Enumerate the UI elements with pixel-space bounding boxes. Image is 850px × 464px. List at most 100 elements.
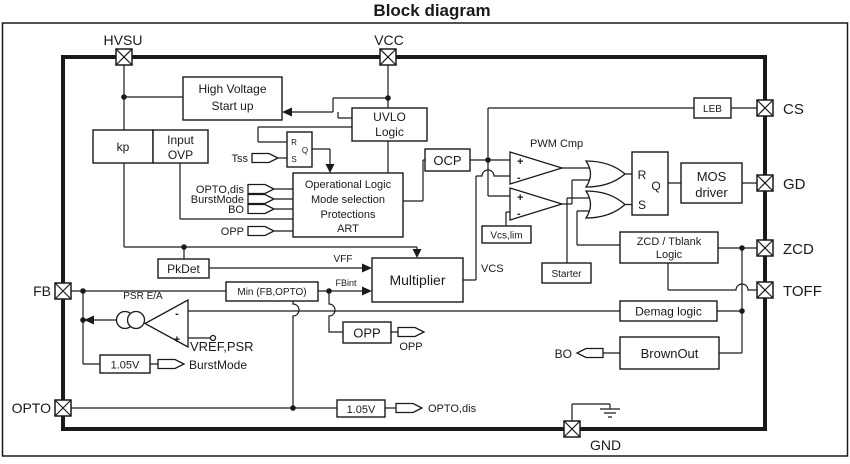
- fbint-label: FBint: [335, 278, 357, 288]
- pin-cs: [756, 99, 774, 117]
- vcs-lim-label: Vcs,lim: [490, 231, 522, 242]
- latch-s-label: S: [291, 155, 296, 164]
- pwm-latch-r-label: R: [638, 168, 647, 182]
- page-title: Block diagram: [373, 1, 490, 20]
- pin-fb-label: FB: [33, 283, 51, 299]
- pin-zcd-label: ZCD: [783, 241, 814, 258]
- uvlo-label-2: Logic: [375, 125, 404, 139]
- lower-cmp-minus: -: [517, 208, 521, 220]
- zcd-demag-brownout-wire: [717, 247, 757, 354]
- oplogic-ocp-wire: [403, 159, 425, 202]
- signal-tags: [157, 152, 604, 414]
- starter-label: Starter: [551, 269, 582, 280]
- fb-net-wire: [71, 290, 226, 365]
- bo-out-label: BO: [555, 347, 572, 361]
- tag-stub-wires: [150, 331, 620, 365]
- hv-startup-label-2: Start up: [211, 99, 253, 113]
- op-logic-label-4: ART: [337, 223, 359, 235]
- opp-in-tag: [247, 225, 276, 237]
- starter-block: Starter: [541, 262, 592, 284]
- arrowheads: [84, 107, 422, 325]
- bo-out-tag: [575, 347, 604, 359]
- pwm-comparator-lower: + -: [509, 187, 565, 221]
- burstmode-out-tag: [157, 358, 186, 370]
- opp-out-label: OPP: [399, 341, 422, 353]
- hv-startup-label-1: High Voltage: [198, 82, 266, 96]
- vcslim-wire: [505, 211, 510, 226]
- pin-cs-label: CS: [783, 101, 804, 118]
- pwm-latch-s-label: S: [638, 198, 646, 212]
- psr-ea-label: PSR E/A: [123, 291, 163, 302]
- vcs-wire: [463, 169, 510, 281]
- brownout-label: BrownOut: [641, 346, 699, 361]
- opto-dis-out-tag: [395, 402, 424, 414]
- vff-arrow: [362, 263, 372, 273]
- input-ovp-label-1: Input: [167, 133, 194, 147]
- pkdet-label: PkDet: [167, 262, 200, 276]
- opto-dis-out-label: OPTO,dis: [428, 403, 477, 415]
- pwm-comparator-upper: + -: [509, 151, 565, 185]
- feedforward-to-multiplier-arrow: [412, 249, 422, 258]
- zcd-tblank-block: ZCD / Tblank Logic: [619, 231, 719, 264]
- fbint-arrow: [362, 286, 372, 296]
- vref-psr-label: VREF,PSR: [190, 339, 254, 354]
- tss-tag: [251, 152, 280, 164]
- demag-label: Demag logic: [635, 305, 702, 319]
- opp-out-tag: [397, 326, 426, 338]
- ocp-label: OCP: [433, 153, 461, 168]
- opp-block: OPP: [342, 321, 392, 344]
- v105-left-label: 1.05V: [111, 360, 140, 372]
- pin-hvsu-label: HVSU: [104, 32, 143, 48]
- uvlo-to-hvstartup-arrow: [282, 107, 292, 117]
- latch-q-wire: [312, 148, 331, 164]
- brownout-block: BrownOut: [619, 336, 720, 370]
- lower-cmp-plus: +: [517, 192, 523, 204]
- latchq-to-oplogic-arrow: [325, 164, 335, 173]
- cmp-or-wires: [562, 167, 620, 263]
- operational-logic-block: Operational Logic Mode selection Protect…: [292, 172, 404, 238]
- pin-gd-label: GD: [783, 176, 806, 193]
- hv-startup-block: High Voltage Start up: [182, 76, 283, 121]
- pkdet-block: PkDet: [157, 258, 210, 279]
- psr-amp-plus: +: [174, 334, 180, 346]
- or-gate-reset: [584, 160, 626, 188]
- vref-terminal: [209, 334, 217, 342]
- demag-logic-block: Demag logic: [619, 300, 718, 322]
- uvlo-label-1: UVLO: [373, 110, 406, 124]
- outer-frame: [1, 22, 849, 457]
- pwm-cmp-label: PWM Cmp: [530, 138, 583, 150]
- pin-gd: [756, 174, 774, 192]
- psr-error-amplifier: - +: [115, 298, 217, 349]
- kp-label: kp: [117, 140, 130, 154]
- mos-driver-label-1: MOS: [697, 169, 727, 184]
- burstmode-in-label: BurstMode: [191, 194, 244, 206]
- opp-in-label: OPP: [221, 226, 244, 238]
- tss-label: Tss: [232, 153, 249, 165]
- v105-bottom-block: 1.05V: [336, 399, 386, 418]
- v105-left-block: 1.05V: [99, 354, 151, 374]
- mos-driver-label-2: driver: [695, 185, 728, 200]
- vcs-label: VCS: [481, 263, 504, 275]
- hvsu-net-wire: [123, 65, 183, 130]
- multiplier-label: Multiplier: [389, 272, 445, 288]
- bo-in-tag: [247, 203, 276, 215]
- opp-block-label: OPP: [353, 326, 380, 341]
- latch-r-label: R: [291, 138, 297, 147]
- vff-label: VFF: [334, 254, 353, 265]
- v105-bottom-label: 1.05V: [347, 404, 376, 416]
- upper-cmp-minus: -: [517, 172, 521, 184]
- mos-driver-block: MOS driver: [680, 162, 743, 204]
- leb-label: LEB: [703, 104, 722, 115]
- or-gate-set: [584, 190, 626, 219]
- vcs-lim-block: Vcs,lim: [481, 225, 532, 244]
- pin-vcc: [379, 48, 397, 66]
- pin-toff: [756, 281, 774, 299]
- bo-in-label: BO: [228, 204, 244, 216]
- psr-current-arrow: [84, 315, 94, 325]
- pin-gnd: [563, 420, 581, 438]
- opto-dis-in-label: OPTO,dis: [196, 184, 245, 196]
- opto-dis-in-tag: [247, 183, 276, 195]
- burstmode-in-tag: [247, 193, 276, 205]
- kp-feedforward-wire: [123, 163, 418, 259]
- input-ovp-label-2: OVP: [168, 148, 193, 162]
